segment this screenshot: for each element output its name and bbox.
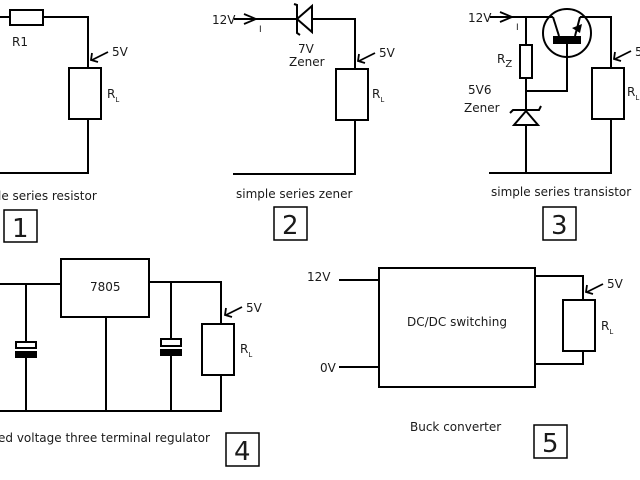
circuit-1-series-resistor: R1 5V RL le series resistor 1 <box>0 9 129 244</box>
zener-diode-icon <box>509 105 542 126</box>
circuit-4-three-terminal-regulator: 7805 5V RL ed voltage three terminal reg… <box>0 258 263 467</box>
voltage-arrow-icon <box>89 51 109 63</box>
zener-voltage-label: 7V <box>298 42 315 56</box>
load-resistor-rl <box>68 67 102 120</box>
circuit-1-caption: le series resistor <box>0 189 97 203</box>
circuit-2-number: 2 <box>282 211 299 241</box>
vin-label: 12V <box>212 13 236 27</box>
circuit-5-number: 5 <box>542 429 559 459</box>
wire <box>580 16 612 68</box>
circuit-5-number-box <box>533 424 568 459</box>
circuit-3-number: 3 <box>551 211 568 241</box>
load-resistor-rl <box>201 323 235 376</box>
circuit-2-caption: simple series zener <box>236 187 352 201</box>
transistor-icon <box>542 8 592 58</box>
wire <box>149 281 222 323</box>
vout-label: 5V <box>379 46 396 60</box>
wire <box>535 351 584 365</box>
circuit-2-number-box <box>273 206 308 241</box>
wire <box>0 119 89 174</box>
voltage-arrow-icon <box>612 50 632 62</box>
voltage-arrow-icon <box>356 52 376 64</box>
zener-diode-icon <box>293 3 313 36</box>
circuit-4-number-box <box>225 432 260 467</box>
regulator-label: 7805 <box>90 280 121 294</box>
wire <box>0 375 222 412</box>
capacitor-icon <box>15 341 37 358</box>
rl-label: RL <box>627 85 639 102</box>
current-label: I <box>516 23 519 33</box>
circuit-1-number-box <box>3 209 38 243</box>
circuit-2-series-zener: 12V I 7V Zener 5V RL simple series zener… <box>212 3 396 241</box>
block-label: DC/DC switching <box>407 315 507 329</box>
voltage-arrow-icon <box>223 306 243 318</box>
rl-label: RL <box>240 342 252 359</box>
vout-label: 5V <box>246 301 263 315</box>
circuit-5-caption: Buck converter <box>410 420 501 434</box>
current-label: I <box>259 25 262 35</box>
rl-label: RL <box>107 87 119 104</box>
circuit-3-caption: simple series transistor <box>491 185 631 199</box>
circuit-3-series-transistor: 12V I RZ 5V6 Zener 5 <box>464 8 640 241</box>
circuit-3-number-box <box>542 206 577 241</box>
vout-label: 5V <box>112 45 129 59</box>
circuit-4-caption: ed voltage three terminal regulator <box>0 431 210 445</box>
zener-label: Zener <box>289 55 325 69</box>
zener-voltage-label: 5V6 <box>468 83 491 97</box>
vout-label: 5V <box>607 277 624 291</box>
wire <box>489 119 612 174</box>
voltage-arrow-icon <box>584 283 604 295</box>
wire <box>526 44 568 92</box>
load-resistor-rl <box>591 67 625 120</box>
load-resistor-rl <box>335 68 369 121</box>
rl-label: RL <box>601 319 613 336</box>
circuit-5-buck-converter: 12V 0V DC/DC switching 5V RL Buck conver… <box>307 267 624 459</box>
vin-label: 12V <box>468 11 492 25</box>
resistor-rz <box>519 44 533 79</box>
wire <box>43 16 89 68</box>
rz-label: RZ <box>497 52 512 70</box>
circuit-4-number: 4 <box>234 437 251 467</box>
wire <box>535 275 584 300</box>
rl-label: RL <box>372 87 384 104</box>
vin-label: 12V <box>307 270 331 284</box>
capacitor-icon <box>160 338 182 356</box>
wire <box>233 120 356 175</box>
r1-label: R1 <box>12 35 28 49</box>
circuit-1-number: 1 <box>12 214 29 244</box>
wire <box>312 18 356 69</box>
vout-label: 5 <box>635 45 640 59</box>
dcdc-switching-block <box>378 267 536 388</box>
zener-label: Zener <box>464 101 500 115</box>
resistor-r1 <box>9 9 44 26</box>
load-resistor-rl <box>562 299 596 352</box>
gnd-label: 0V <box>320 361 337 375</box>
